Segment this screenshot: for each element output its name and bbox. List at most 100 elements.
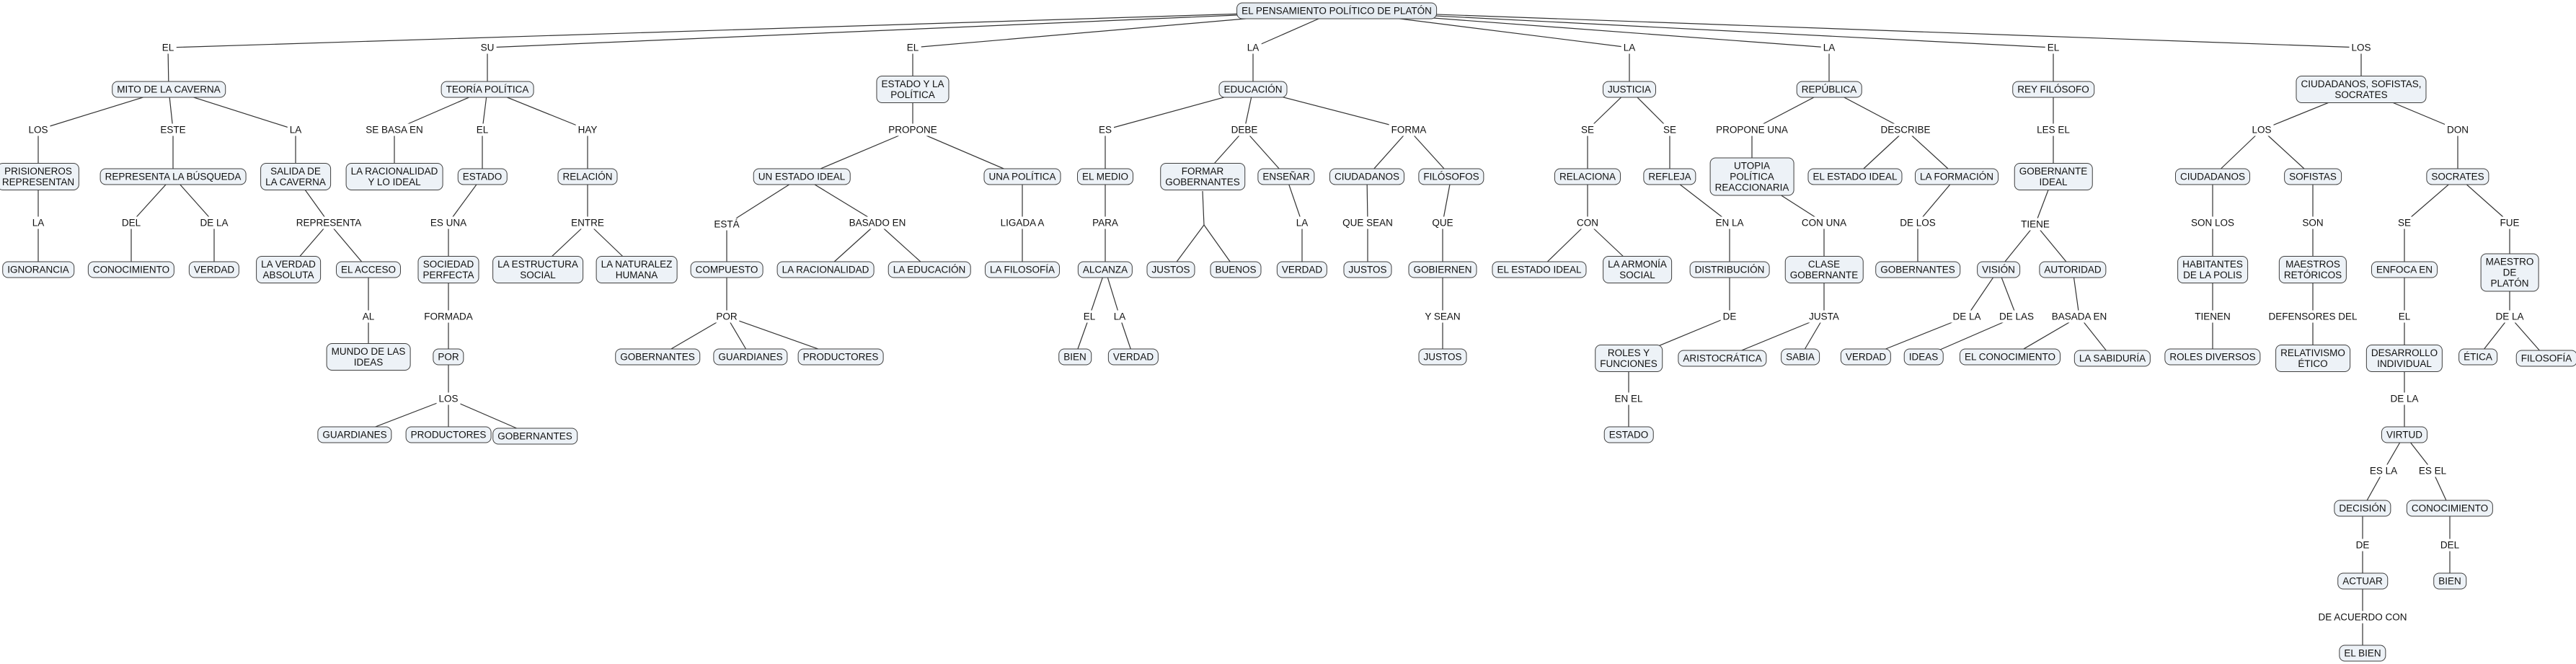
node-el-conocimiento[interactable]: EL CONOCIMIENTO [1959, 348, 2061, 366]
node-ciudadanos-2[interactable]: CIUDADANOS [2174, 168, 2251, 185]
node-por-1[interactable]: POR [433, 348, 464, 366]
node-republica[interactable]: REPÚBLICA [1796, 81, 1862, 98]
node-decision[interactable]: DECISIÓN [2334, 500, 2391, 517]
node-justicia[interactable]: JUSTICIA [1602, 81, 1657, 98]
node-conocimiento-1[interactable]: CONOCIMIENTO [87, 261, 175, 278]
node-estado-ideal-1[interactable]: UN ESTADO IDEAL [753, 168, 851, 185]
node-estado-2[interactable]: ESTADO [1603, 426, 1654, 443]
node-maestro-platon[interactable]: MAESTRO DE PLATÓN [2480, 253, 2539, 292]
node-actuar[interactable]: ACTUAR [2337, 572, 2388, 590]
node-ignorancia[interactable]: IGNORANCIA [2, 261, 74, 278]
node-estado-ideal-2[interactable]: EL ESTADO IDEAL [1492, 261, 1587, 278]
label-forma: FORMA [1389, 123, 1429, 136]
node-vision[interactable]: VISIÓN [1977, 261, 2020, 278]
node-racionalidad-ideal[interactable]: LA RACIONALIDAD Y LO IDEAL [345, 163, 443, 190]
node-estado-politica[interactable]: ESTADO Y LA POLÍTICA [876, 76, 950, 103]
node-la-filosofia-1[interactable]: LA FILOSOFÍA [984, 261, 1061, 278]
node-ideas[interactable]: IDEAS [1903, 348, 1944, 366]
node-educacion[interactable]: EDUCACIÓN [1218, 81, 1288, 98]
node-estructura-social[interactable]: LA ESTRUCTURA SOCIAL [492, 256, 583, 283]
node-virtud[interactable]: VIRTUD [2381, 426, 2428, 443]
node-habitantes-polis[interactable]: HABITANTES DE LA POLIS [2177, 256, 2248, 283]
node-la-sabiduria[interactable]: LA SABIDURÍA [2073, 350, 2151, 367]
node-roles-diversos[interactable]: ROLES DIVERSOS [2164, 348, 2261, 366]
node-justos-3[interactable]: JUSTOS [1418, 348, 1467, 366]
label-el-2: EL [904, 41, 921, 54]
node-utopia[interactable]: UTOPIA POLÍTICA REACCIONARIA [1709, 157, 1794, 196]
node-clase-gobernante[interactable]: CLASE GOBERNANTE [1784, 256, 1864, 283]
node-conocimiento-3[interactable]: CONOCIMIENTO [2406, 500, 2494, 517]
node-distribucion[interactable]: DISTRIBUCIÓN [1689, 261, 1770, 278]
node-estado-ideal-3[interactable]: EL ESTADO IDEAL [1807, 168, 1903, 185]
root-node[interactable]: EL PENSAMIENTO POLÍTICO DE PLATÓN [1236, 2, 1437, 19]
node-verdad-2[interactable]: VERDAD [1107, 348, 1159, 366]
connector-2 [487, 10, 1337, 48]
node-relativismo-etico[interactable]: RELATIVISMO ÉTICO [2275, 345, 2350, 372]
node-la-formacion[interactable]: LA FORMACIÓN [1914, 168, 1999, 185]
node-sociedad-perfecta[interactable]: SOCIEDAD PERFECTA [417, 256, 479, 283]
node-etica[interactable]: ÉTICA [2458, 348, 2497, 366]
label-son: SON [2300, 216, 2326, 229]
node-ensenar[interactable]: ENSEÑAR [1257, 168, 1315, 185]
node-aristocratica[interactable]: ARISTOCRÁTICA [1678, 350, 1767, 367]
node-gobernantes-3[interactable]: GOBERNANTES [1875, 261, 1960, 278]
node-el-acceso[interactable]: EL ACCESO [335, 261, 402, 278]
node-ciudadanos-sofistas-socrates[interactable]: CIUDADANOS, SOFISTAS, SOCRATES [2296, 76, 2427, 103]
label-los-1: LOS [2349, 41, 2373, 54]
label-los-4: LOS [2249, 123, 2274, 136]
node-justos-2[interactable]: JUSTOS [1343, 261, 1392, 278]
node-productores-2[interactable]: PRODUCTORES [797, 348, 884, 366]
node-sabia[interactable]: SABIA [1781, 348, 1820, 366]
label-que-sean: QUE SEAN [1340, 216, 1395, 229]
node-sofistas[interactable]: SOFISTAS [2284, 168, 2342, 185]
node-formar-gobernantes[interactable]: FORMAR GOBERNANTES [1160, 163, 1245, 190]
node-gobernante-ideal[interactable]: GOBERNANTE IDEAL [2014, 163, 2093, 190]
node-racionalidad-2[interactable]: LA RACIONALIDAD [776, 261, 875, 278]
node-filosofia-2[interactable]: FILOSOFÍA [2515, 350, 2576, 367]
node-maestros-retoricos[interactable]: MAESTROS RETÓRICOS [2278, 256, 2347, 283]
node-mito-caverna[interactable]: MITO DE LA CAVERNA [112, 81, 226, 98]
node-prisioneros[interactable]: PRISIONEROS REPRESENTAN [0, 163, 80, 190]
node-alcanza[interactable]: ALCANZA [1077, 261, 1133, 278]
node-enfoca-en[interactable]: ENFOCA EN [2371, 261, 2438, 278]
node-bien-1[interactable]: BIEN [1058, 348, 1092, 366]
node-la-educacion-1[interactable]: LA EDUCACIÓN [888, 261, 971, 278]
node-relaciona[interactable]: RELACIONA [1554, 168, 1621, 185]
node-verdad-4[interactable]: VERDAD [1840, 348, 1892, 366]
node-estado-1[interactable]: ESTADO [457, 168, 508, 185]
node-salida-caverna[interactable]: SALIDA DE LA CAVERNA [260, 163, 331, 190]
node-naturaleza-humana[interactable]: LA NATURALEZ HUMANA [596, 256, 678, 283]
node-roles-funciones[interactable]: ROLES Y FUNCIONES [1595, 345, 1663, 372]
label-se-2: SE [1660, 123, 1679, 136]
node-guardianes-2[interactable]: GUARDIANES [713, 348, 788, 366]
node-relacion[interactable]: RELACIÓN [557, 168, 618, 185]
node-buenos[interactable]: BUENOS [1210, 261, 1262, 278]
node-productores-1[interactable]: PRODUCTORES [405, 426, 492, 443]
node-bien-2[interactable]: BIEN [2433, 572, 2466, 590]
node-el-bien[interactable]: EL BIEN [2339, 645, 2386, 662]
node-guardianes-1[interactable]: GUARDIANES [317, 426, 392, 443]
node-filosofos[interactable]: FILÓSOFOS [1418, 168, 1484, 185]
node-ciudadanos-1[interactable]: CIUDADANOS [1329, 168, 1405, 185]
node-desarrollo-individual[interactable]: DESARROLLO INDIVIDUAL [2365, 345, 2443, 372]
node-rey-filosofo[interactable]: REY FILÓSOFO [2012, 81, 2094, 98]
node-justos-1[interactable]: JUSTOS [1146, 261, 1195, 278]
node-verdad-1[interactable]: VERDAD [188, 261, 240, 278]
node-verdad-3[interactable]: VERDAD [1276, 261, 1328, 278]
node-mundo-ideas[interactable]: MUNDO DE LAS IDEAS [326, 343, 411, 371]
node-armonia-social[interactable]: LA ARMONÍA SOCIAL [1603, 256, 1672, 283]
node-gobiernen[interactable]: GOBIERNEN [1408, 261, 1477, 278]
connector-12 [1336, 10, 2054, 48]
node-socrates[interactable]: SOCRATES [2426, 168, 2489, 185]
node-gobernantes-1[interactable]: GOBERNANTES [492, 428, 577, 445]
node-compuesto[interactable]: COMPUESTO [690, 261, 763, 278]
node-refleja[interactable]: REFLEJA [1643, 168, 1696, 185]
node-gobernantes-2[interactable]: GOBERNANTES [615, 348, 700, 366]
node-autoridad[interactable]: AUTORIDAD [2039, 261, 2107, 278]
node-representa-busqueda[interactable]: REPRESENTA LA BÚSQUEDA [99, 168, 247, 185]
node-una-politica[interactable]: UNA POLÍTICA [983, 168, 1061, 185]
label-la-4: LA [287, 123, 304, 136]
node-el-medio[interactable]: EL MEDIO [1076, 168, 1134, 185]
node-verdad-absoluta[interactable]: LA VERDAD ABSOLUTA [256, 256, 321, 283]
node-teoria-politica[interactable]: TEORÍA POLÍTICA [441, 81, 534, 98]
